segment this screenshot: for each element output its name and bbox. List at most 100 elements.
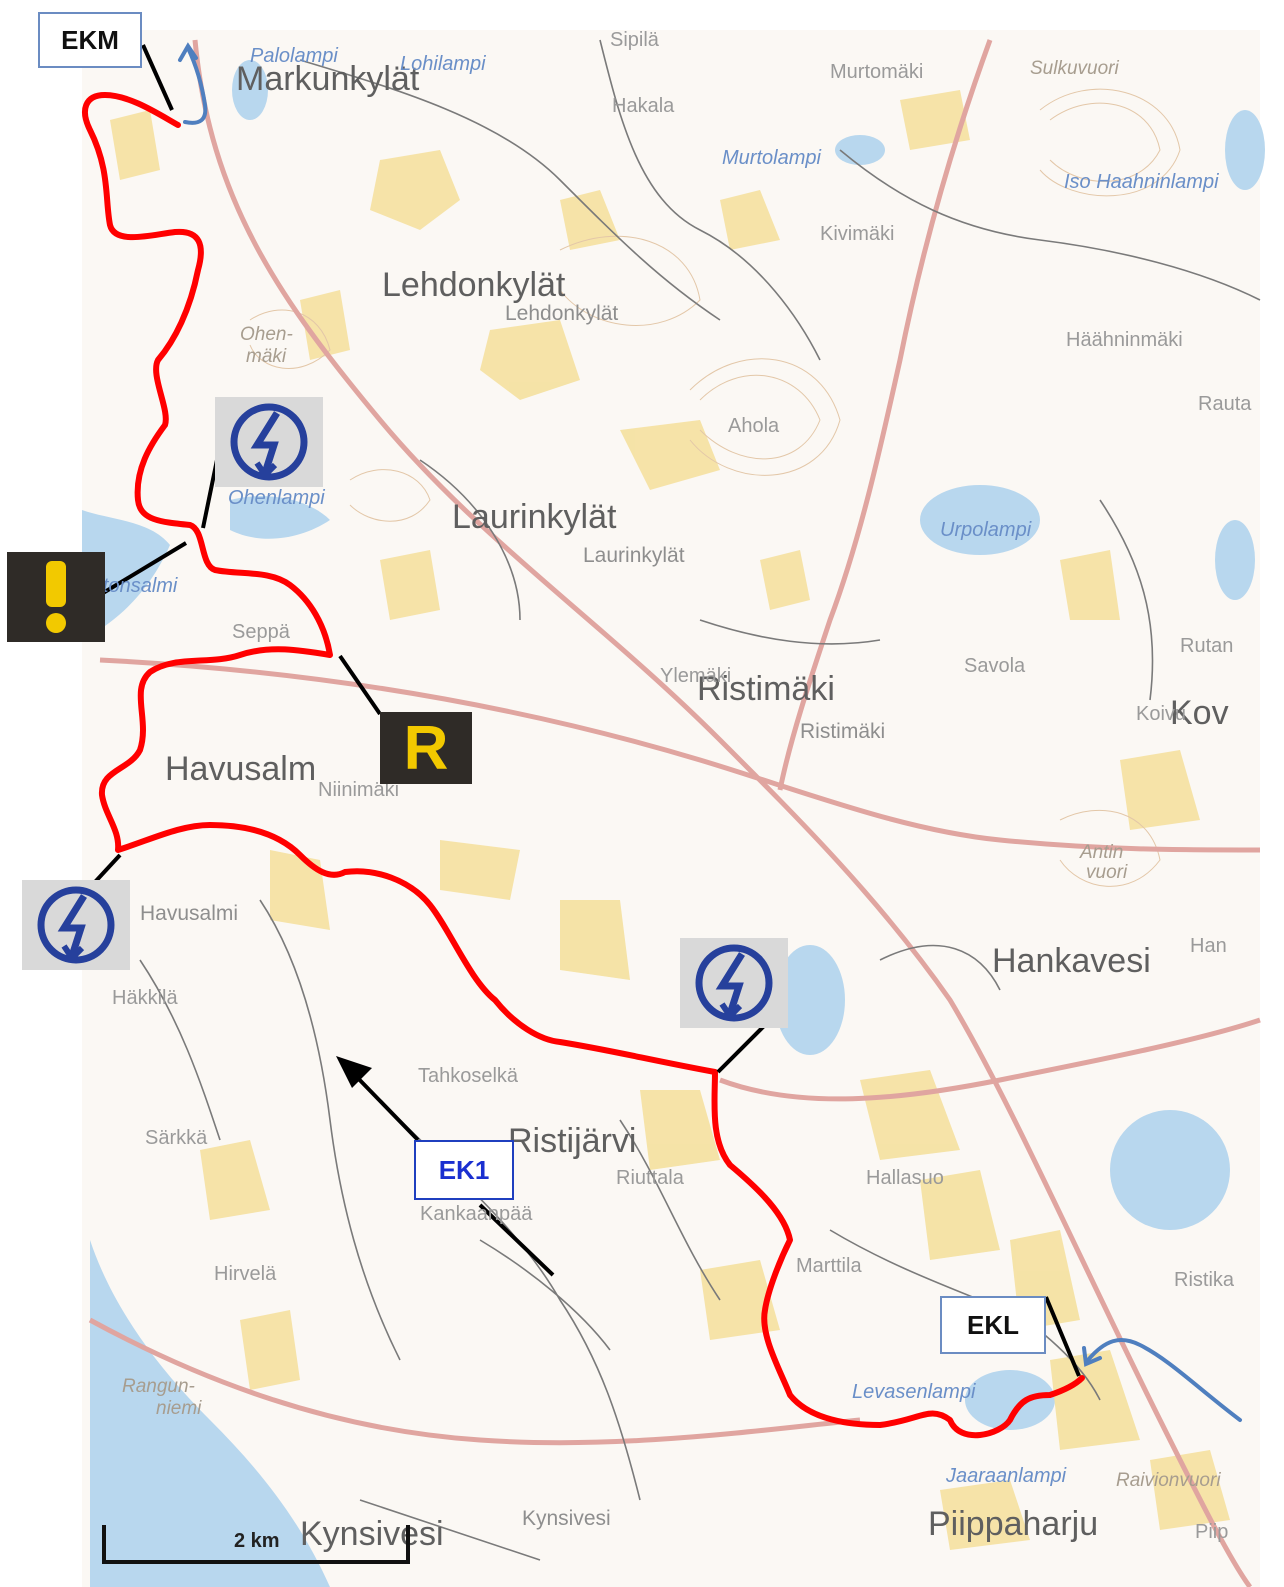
- leader-warning: [101, 541, 188, 595]
- lake-ohenlampi: [230, 496, 330, 539]
- place-labels-water: Palolampi Lohilampi Murtolampi Iso Haahn…: [84, 45, 1219, 1487]
- place-kynsivesi: Kynsivesi: [300, 1515, 444, 1553]
- leader-rest: [338, 654, 382, 716]
- route-line: [82, 92, 1085, 1439]
- place-ristika: Ristika: [1174, 1269, 1235, 1291]
- terrain-raivionvuori: Raivionvuori: [1116, 1470, 1221, 1491]
- place-rutan: Rutan: [1180, 635, 1233, 657]
- service-station-icon-2[interactable]: [22, 880, 130, 970]
- leader-ekl: [1044, 1296, 1081, 1377]
- marker-label-ekl[interactable]: EKL: [940, 1296, 1046, 1354]
- leader-service-2: [93, 853, 122, 884]
- road-south-loop: [88, 1317, 861, 1446]
- road-east-north: [777, 39, 993, 791]
- place-han: Han: [1190, 935, 1227, 957]
- place-seppa: Seppä: [232, 621, 291, 643]
- place-laurinkylat-small: Laurinkylät: [583, 544, 685, 567]
- terrain-rangunniemi-1: Rangun-: [122, 1376, 195, 1397]
- place-hankavesi: Hankavesi: [992, 942, 1151, 980]
- marker-label-ekm[interactable]: EKM: [38, 12, 142, 68]
- leader-ek1: [478, 1203, 555, 1277]
- place-markunkylat: Markunkylät: [236, 60, 420, 98]
- exclamation-icon: [46, 561, 66, 633]
- contour-layer: [249, 88, 1181, 887]
- marker-label-ek1[interactable]: EK1: [414, 1140, 514, 1200]
- place-kankaanpaa: Kankaanpää: [420, 1203, 533, 1225]
- place-rauta: Rauta: [1198, 393, 1252, 415]
- road-ristijarvi-west: [99, 657, 1261, 853]
- lake-kynsivesi: [90, 1240, 330, 1587]
- place-laurinkylat: Laurinkylät: [452, 498, 617, 536]
- lake-levasenlampi: [965, 1370, 1055, 1430]
- place-labels-terrain: Sulkuvuori Ohen- mäki Antin vuori Rangun…: [122, 58, 1221, 1491]
- leader-service-3: [716, 1023, 767, 1074]
- ek1-arrow-head: [336, 1056, 372, 1088]
- place-haahninmaki: Häähninmäki: [1066, 329, 1183, 351]
- leader-ekm: [141, 44, 174, 111]
- place-tahkoselka: Tahkoselkä: [418, 1065, 519, 1087]
- place-ristimaki-small: Ristimäki: [800, 720, 885, 743]
- place-hakkila: Häkkilä: [112, 987, 178, 1009]
- place-ristijarvi: Ristijärvi: [508, 1122, 636, 1160]
- terrain-sulkuvuori: Sulkuvuori: [1030, 58, 1119, 79]
- lake-east-top: [1225, 110, 1265, 190]
- place-hakala: Hakala: [612, 95, 675, 117]
- lake-ristijarvi-pond: [775, 945, 845, 1055]
- lake-east-mid: [1215, 520, 1255, 600]
- place-piip: Piip: [1195, 1521, 1228, 1543]
- rest-stop-icon[interactable]: R: [380, 712, 472, 784]
- terrain-antinvuori-2: vuori: [1086, 862, 1128, 883]
- water-murtolampi: Murtolampi: [722, 147, 821, 169]
- terrain-ohenmaki-2: mäki: [246, 346, 287, 367]
- lake-southwest-strip: [90, 1270, 200, 1422]
- lightning-icon: [230, 403, 308, 481]
- place-savola: Savola: [964, 655, 1026, 677]
- place-sarkka: Särkkä: [145, 1127, 208, 1149]
- terrain-antinvuori-1: Antin: [1079, 842, 1123, 863]
- place-sipila: Sipilä: [610, 29, 660, 51]
- leader-ek1-arrow: [348, 1068, 420, 1142]
- place-riuttala: Riuttala: [616, 1167, 685, 1189]
- place-piippaharju: Piippaharju: [928, 1505, 1098, 1543]
- water-urpolampi: Urpolampi: [940, 519, 1032, 541]
- place-havusalm: Havusalm: [165, 750, 316, 788]
- lightning-icon: [695, 944, 773, 1022]
- place-havusalmi: Havusalmi: [140, 902, 238, 925]
- place-murtomaki: Murtomäki: [830, 61, 923, 83]
- place-ristimaki: Ristimäki: [697, 670, 835, 708]
- lake-markunkylat-pond: [232, 60, 268, 120]
- road-layer: [88, 39, 1261, 1587]
- water-layer: [82, 60, 1265, 1587]
- terrain-rangunniemi-2: niemi: [156, 1398, 202, 1419]
- water-jaaraanlampi: Jaaraanlampi: [945, 1465, 1067, 1487]
- water-uitonsalmi: Uitonsalmi: [84, 575, 178, 597]
- lightning-icon: [37, 886, 115, 964]
- place-lehdonkylat-small: Lehdonkylät: [505, 302, 618, 325]
- place-labels-major: Markunkylät Lehdonkylät Laurinkylät Rist…: [165, 60, 1229, 1553]
- water-lohilampi: Lohilampi: [400, 53, 486, 75]
- access-arrow-ekl-head: [1082, 1346, 1102, 1367]
- place-labels-small: Sipilä Hakala Murtomäki Kivimäki Häähnin…: [112, 29, 1252, 1543]
- lake-urpolampi: [920, 485, 1040, 555]
- terrain-ohenmaki-1: Ohen-: [240, 324, 293, 345]
- lake-east-south: [1110, 1110, 1230, 1230]
- access-arrow-ekm-head: [178, 42, 198, 62]
- place-marttila: Marttila: [796, 1255, 862, 1277]
- place-lehdonkylat: Lehdonkylät: [382, 266, 566, 304]
- water-levasenlampi: Levasenlampi: [852, 1381, 976, 1403]
- place-kynsivesi-small: Kynsivesi: [522, 1507, 611, 1530]
- access-arrow-ekl: [1086, 1338, 1242, 1422]
- water-iso-haahninlampi: Iso Haahninlampi: [1064, 171, 1219, 193]
- warning-sign-icon[interactable]: [7, 552, 105, 642]
- access-layer: [178, 42, 1242, 1422]
- place-hallasuo: Hallasuo: [866, 1167, 944, 1189]
- place-hirvela: Hirvelä: [214, 1263, 277, 1285]
- scale-bar-label: 2 km: [234, 1530, 280, 1552]
- service-station-icon-3[interactable]: [680, 938, 788, 1028]
- place-ahola: Ahola: [728, 415, 780, 437]
- service-station-icon-1[interactable]: [215, 397, 323, 487]
- main-road-diagonal: [192, 39, 1253, 1587]
- scale-bar: [102, 1525, 410, 1564]
- lake-murtolampi: [835, 135, 885, 165]
